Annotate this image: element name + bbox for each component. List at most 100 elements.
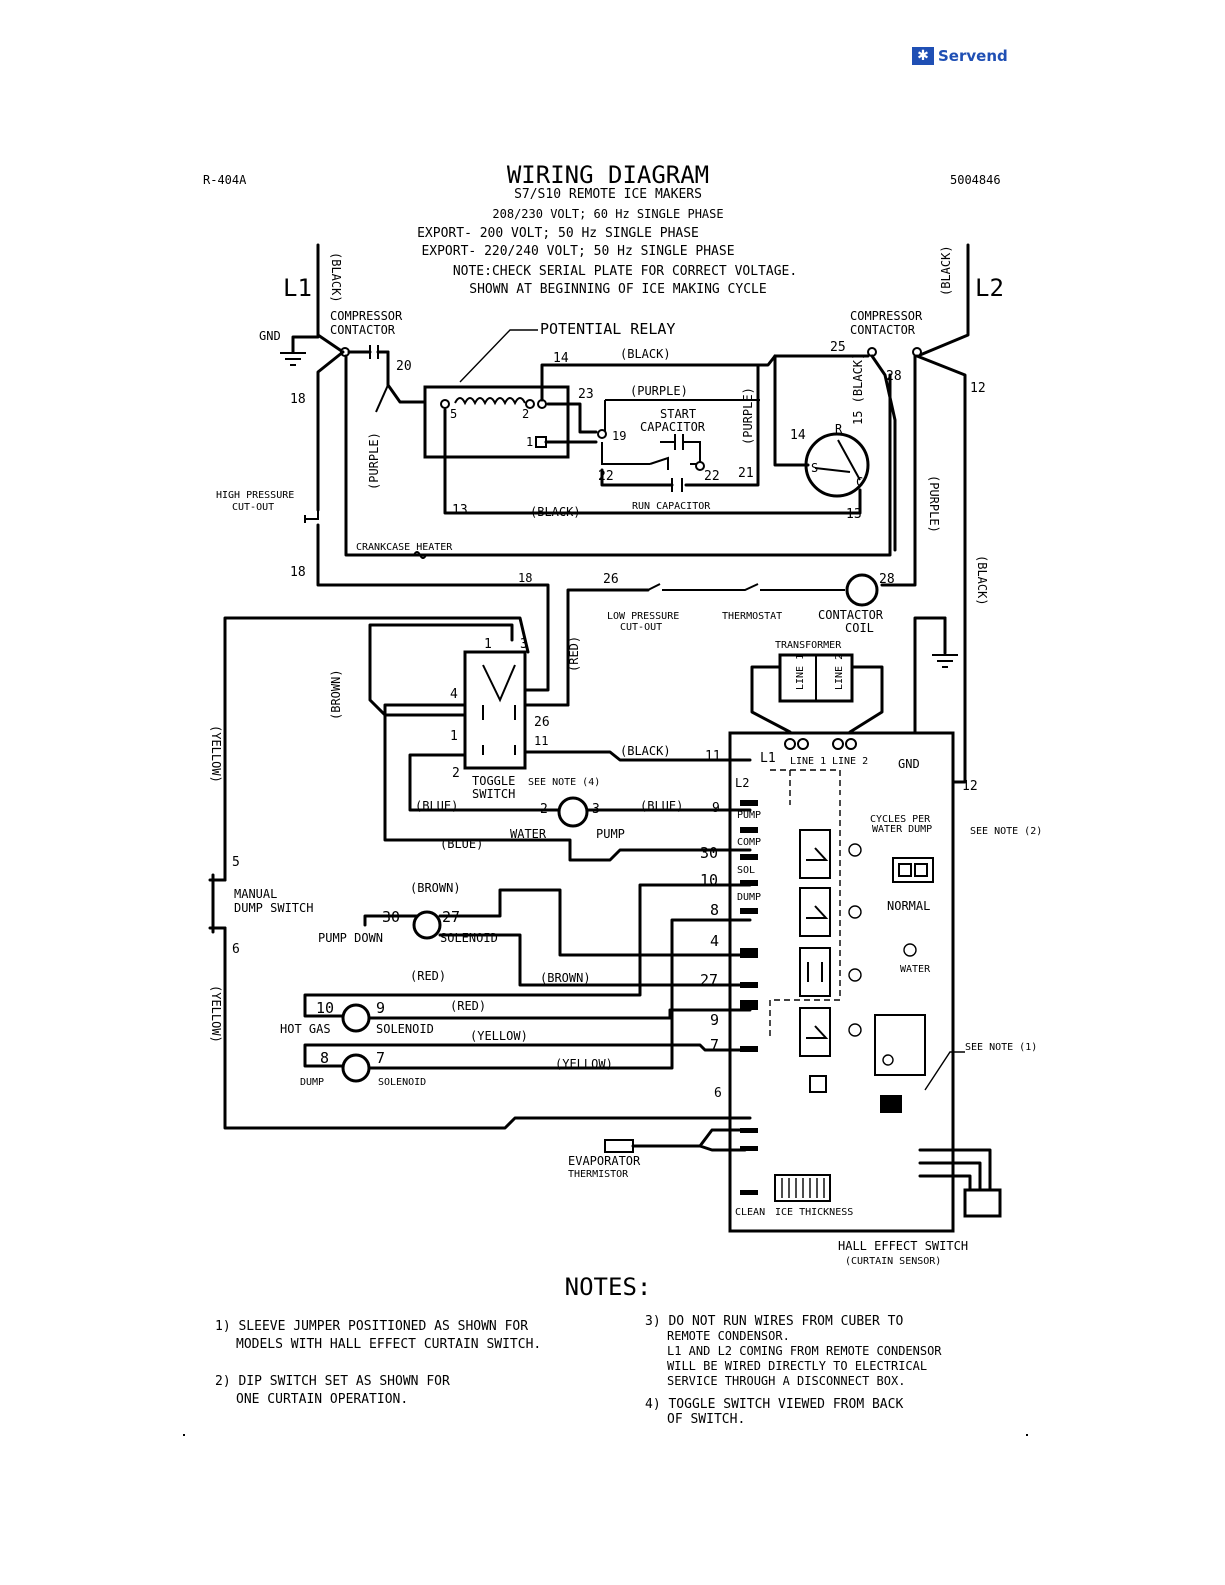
cycles-label-2: WATER DUMP (872, 824, 932, 835)
yellow-wire-upper (223, 616, 530, 882)
sleeve-jumper-pin (882, 1054, 894, 1066)
hot-gas-solenoid-label: SOLENOID (376, 1022, 434, 1036)
logo-text: Servend (938, 47, 1008, 65)
gnd-label-left: GND (259, 329, 281, 343)
terminal-9-b: 9 (710, 1011, 719, 1029)
relay-2: 2 (522, 407, 529, 421)
header-line-1: 208/230 VOLT; 60 Hz SINGLE PHASE (492, 207, 723, 221)
board-jumper-dash (770, 769, 841, 805)
board-l1: L1 (760, 751, 776, 766)
motor-windings (814, 439, 861, 481)
note-2-b: ONE CURTAIN OPERATION. (236, 1392, 408, 1407)
pump-term-2: 2 (540, 802, 548, 817)
wire-28-coil (880, 354, 917, 587)
low-pressure-label-2: CUT-OUT (620, 622, 662, 633)
terminal-8-a: 8 (710, 901, 719, 919)
board-gnd: GND (898, 757, 920, 771)
wire-20 (386, 350, 432, 404)
relay-5: 5 (450, 407, 457, 421)
hall-effect-wires (918, 1148, 992, 1192)
wire-18-upper (316, 350, 345, 512)
pd-term-27: 27 (442, 908, 460, 926)
crankcase-heater-icon (413, 551, 427, 559)
aux-switch (880, 1095, 902, 1113)
black-label-right: (BLACK) (975, 555, 989, 606)
purple-label-vertical: (PURPLE) (741, 387, 755, 445)
note1-leader (924, 1051, 965, 1091)
header-line-4: NOTE:CHECK SERIAL PLATE FOR CORRECT VOLT… (453, 264, 797, 279)
terminal-12-a: 12 (970, 381, 986, 396)
note-3-d: WILL BE WIRED DIRECTLY TO ELECTRICAL (667, 1359, 927, 1373)
terminal-6-b: 6 (232, 942, 240, 957)
terminal-19: 19 (612, 429, 626, 443)
water-pump-motor (557, 796, 589, 828)
terminal-14-b: 14 (790, 428, 806, 443)
yellow-wire-lower (223, 926, 752, 1130)
yellow-label-lower: (YELLOW) (209, 985, 223, 1043)
board-line1: LINE 1 (790, 756, 826, 767)
transformer-line1: LINE 1 (795, 654, 806, 690)
cutout-switches (647, 583, 845, 591)
red-label-1: (RED) (410, 969, 446, 983)
manual-dump-switch[interactable] (208, 873, 227, 934)
note-4-b: OF SWITCH. (667, 1412, 745, 1427)
red-label-vertical: (RED) (567, 636, 581, 672)
blue-brown-wire-30 (383, 703, 752, 862)
snowflake-icon: ✱ (912, 47, 934, 65)
contactor-label-left-1: COMPRESSOR (330, 309, 403, 323)
black-label-top: (BLACK) (620, 347, 671, 361)
note-2-a: 2) DIP SWITCH SET AS SHOWN FOR (215, 1374, 450, 1389)
note-3-e: SERVICE THROUGH A DISCONNECT BOX. (667, 1374, 905, 1388)
terminal-18-c: 18 (518, 571, 532, 585)
dip-switch-lever-1[interactable] (898, 863, 912, 877)
page-mark-right (1026, 1434, 1028, 1436)
board-l2: L2 (735, 776, 749, 790)
see-note-2: SEE NOTE (2) (970, 826, 1042, 837)
pump-term-3: 3 (592, 802, 600, 817)
terminal-4: 4 (710, 932, 719, 950)
purple-label-top: (PURPLE) (630, 384, 688, 398)
wire-18-lower (316, 523, 550, 692)
dip-switch-lever-2[interactable] (914, 863, 928, 877)
refrigerant-label: R-404A (203, 173, 247, 187)
terminal-22-dot (695, 461, 705, 471)
relay-terminal-2 (525, 399, 535, 409)
terminal-25: 25 (830, 340, 846, 355)
header-line-3: EXPORT- 220/240 VOLT; 50 Hz SINGLE PHASE (421, 244, 734, 259)
note-3-c: L1 AND L2 COMING FROM REMOTE CONDENSOR (667, 1344, 942, 1358)
note-1-b: MODELS WITH HALL EFFECT CURTAIN SWITCH. (236, 1337, 541, 1352)
dump-term-8: 8 (320, 1049, 329, 1067)
black-label-board: (BLACK) (620, 744, 671, 758)
brown-toggle-wire (368, 623, 514, 717)
curtain-sensor-label: (CURTAIN SENSOR) (845, 1256, 941, 1267)
water-label: WATER (510, 827, 547, 841)
yellow-wire-8 (367, 918, 752, 1070)
run-capacitor-wire (600, 363, 760, 487)
start-capacitor-label-2: CAPACITOR (640, 420, 706, 434)
note-3-b: REMOTE CONDENSOR. (667, 1329, 790, 1343)
pump-down-solenoid (412, 910, 442, 940)
low-pressure-label-1: LOW PRESSURE (607, 611, 679, 622)
terminal-5: 5 (232, 855, 240, 870)
note-1-a: 1) SLEEVE JUMPER POSITIONED AS SHOWN FOR (215, 1319, 528, 1334)
ice-thickness-levers (781, 1178, 825, 1198)
relay-1: 1 (526, 435, 533, 449)
comp-S: S (811, 461, 818, 475)
dump-term-7: 7 (376, 1049, 385, 1067)
transformer-wires (750, 665, 884, 734)
board-transformer-terminals (784, 738, 857, 750)
terminal-22-a: 22 (598, 469, 614, 484)
wire-13-motor (558, 488, 862, 515)
note-3-a: 3) DO NOT RUN WIRES FROM CUBER TO (645, 1314, 903, 1329)
terminal-26-a: 26 (603, 572, 619, 587)
start-capacitor-wires (601, 441, 701, 465)
page-mark-left (183, 1434, 185, 1436)
diagram-subtitle: S7/S10 REMOTE ICE MAKERS (514, 187, 702, 202)
purple-wire-top (604, 399, 760, 432)
toggle-term-2: 2 (452, 766, 460, 781)
contactor-coil (845, 573, 879, 607)
terminal-20: 20 (396, 359, 412, 374)
terminal-23: 23 (578, 387, 594, 402)
terminal-19-dot (597, 429, 607, 439)
wire-13-black (443, 408, 562, 515)
